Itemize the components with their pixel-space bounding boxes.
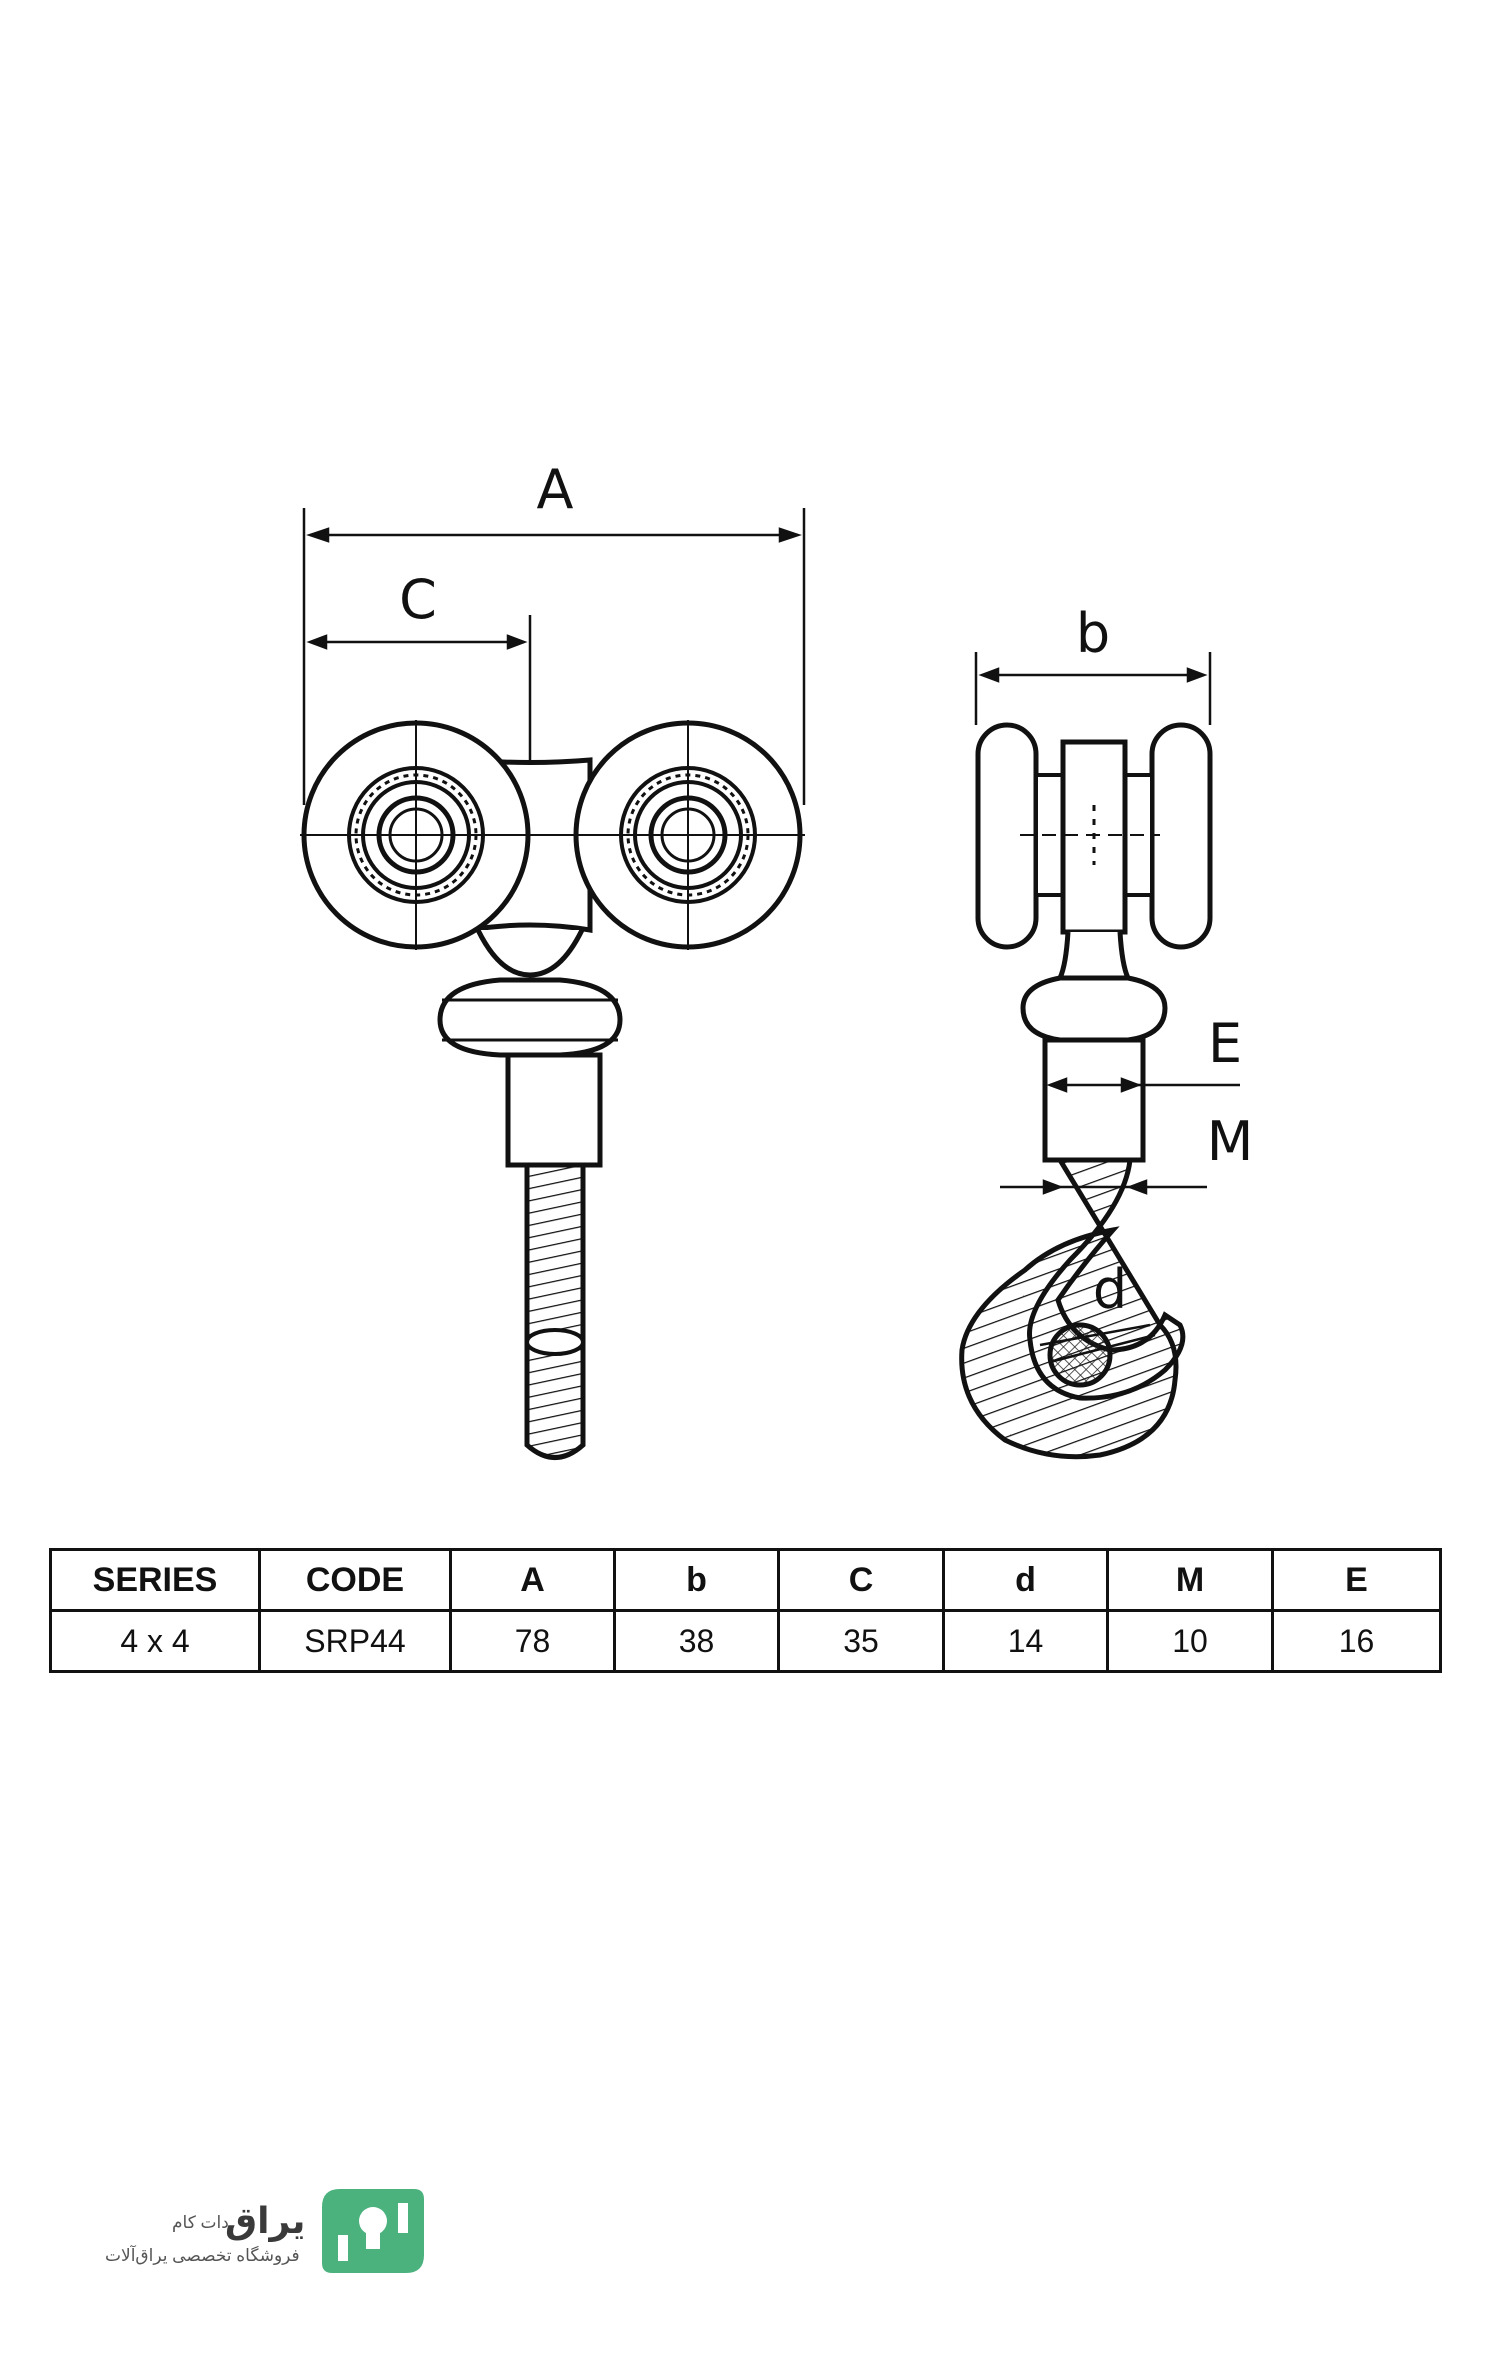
side-view [959,722,1213,1460]
header-E: E [1271,1548,1442,1612]
cell-C: 35 [777,1609,945,1673]
dimension-M [1000,1179,1207,1195]
cell-b: 38 [613,1609,780,1673]
header-d: d [942,1548,1109,1612]
shank [505,1052,603,1168]
brand-name: یراق [225,2200,306,2241]
header-C: C [777,1548,945,1612]
brand-logo-icon [322,2189,424,2273]
header-b: b [613,1548,780,1612]
stem-hole [525,1328,585,1356]
cell-M: 10 [1106,1609,1274,1673]
side-collar [1020,975,1168,1043]
hook [959,1157,1186,1460]
cell-code: SRP44 [258,1609,452,1673]
dim-label-d: d [1093,1258,1127,1321]
dimension-b [974,652,1212,725]
brand-suffix: دات کام [172,2213,229,2232]
cell-A: 78 [449,1609,616,1673]
dim-label-b: b [1076,602,1110,665]
neck [475,928,585,978]
header-series: SERIES [49,1548,261,1612]
cell-d: 14 [942,1609,1109,1673]
header-M: M [1106,1548,1274,1612]
table-header-row: SERIES CODE A b C d M E [49,1548,1442,1612]
cell-series: 4 x 4 [49,1609,261,1673]
threaded-stem [524,1162,586,1460]
dim-label-E: E [1208,1012,1242,1075]
dim-label-M: M [1207,1110,1254,1173]
dim-label-A: A [537,458,574,521]
table-row: 4 x 4 SRP44 78 38 35 14 10 16 [49,1609,1442,1673]
side-shank [1042,1037,1146,1163]
brand-tagline: فروشگاه تخصصی یراق‌آلات [105,2246,300,2265]
specification-table: SERIES CODE A b C d M E 4 x 4 SRP44 78 3… [49,1548,1442,1673]
technical-drawing: A C b [300,458,1254,1460]
dim-label-C: C [399,568,437,631]
dimension-d [1039,1323,1156,1364]
header-code: CODE [258,1548,452,1612]
front-view [300,720,805,1460]
dimension-C [306,615,532,760]
side-wheel-right [1149,722,1213,950]
collar [437,977,623,1058]
header-A: A [449,1548,616,1612]
dimension-A [302,508,806,805]
dimension-E [1046,1077,1240,1093]
cell-E: 16 [1271,1609,1442,1673]
